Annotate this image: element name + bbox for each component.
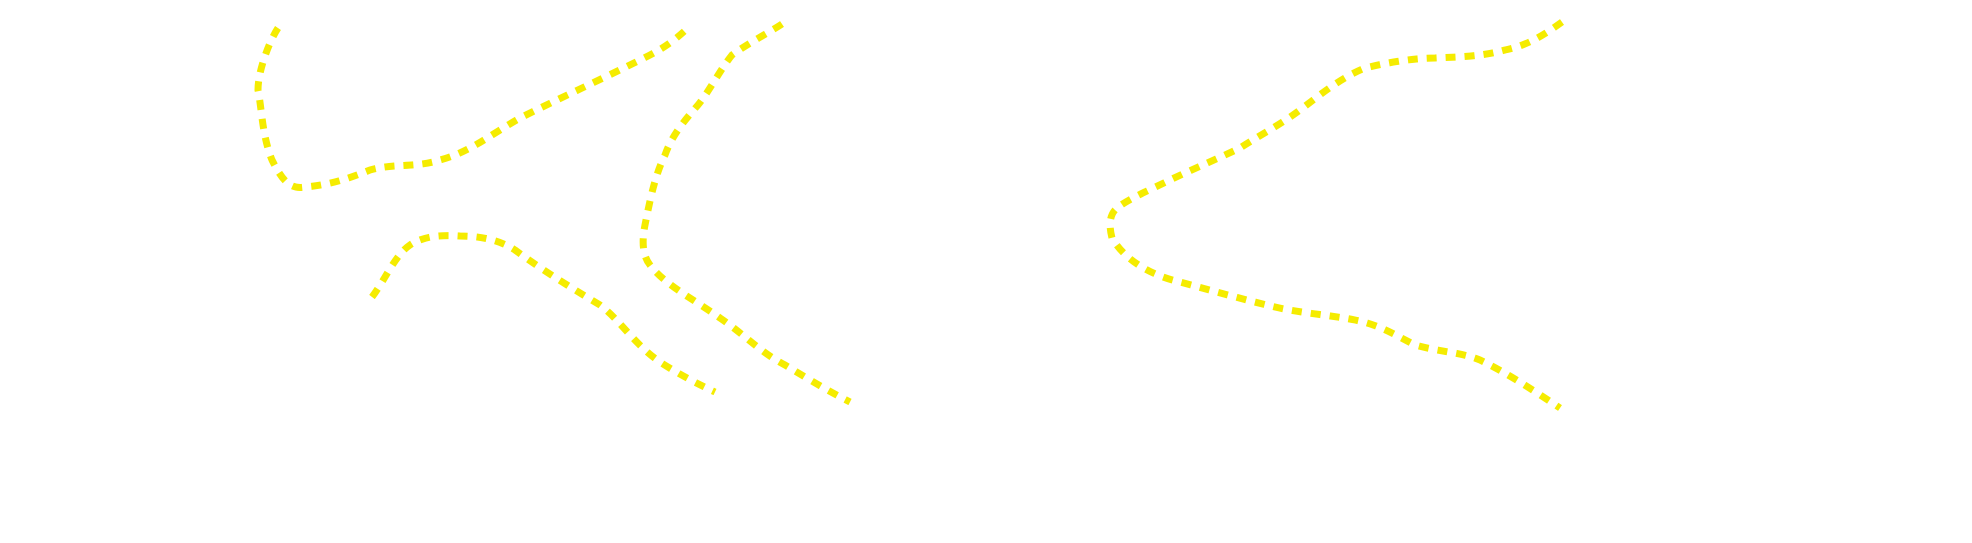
path-left-upper: [254, 23, 693, 192]
path-right: [1106, 19, 1565, 411]
path-left-lower: [369, 232, 717, 396]
path-middle: [639, 21, 852, 406]
